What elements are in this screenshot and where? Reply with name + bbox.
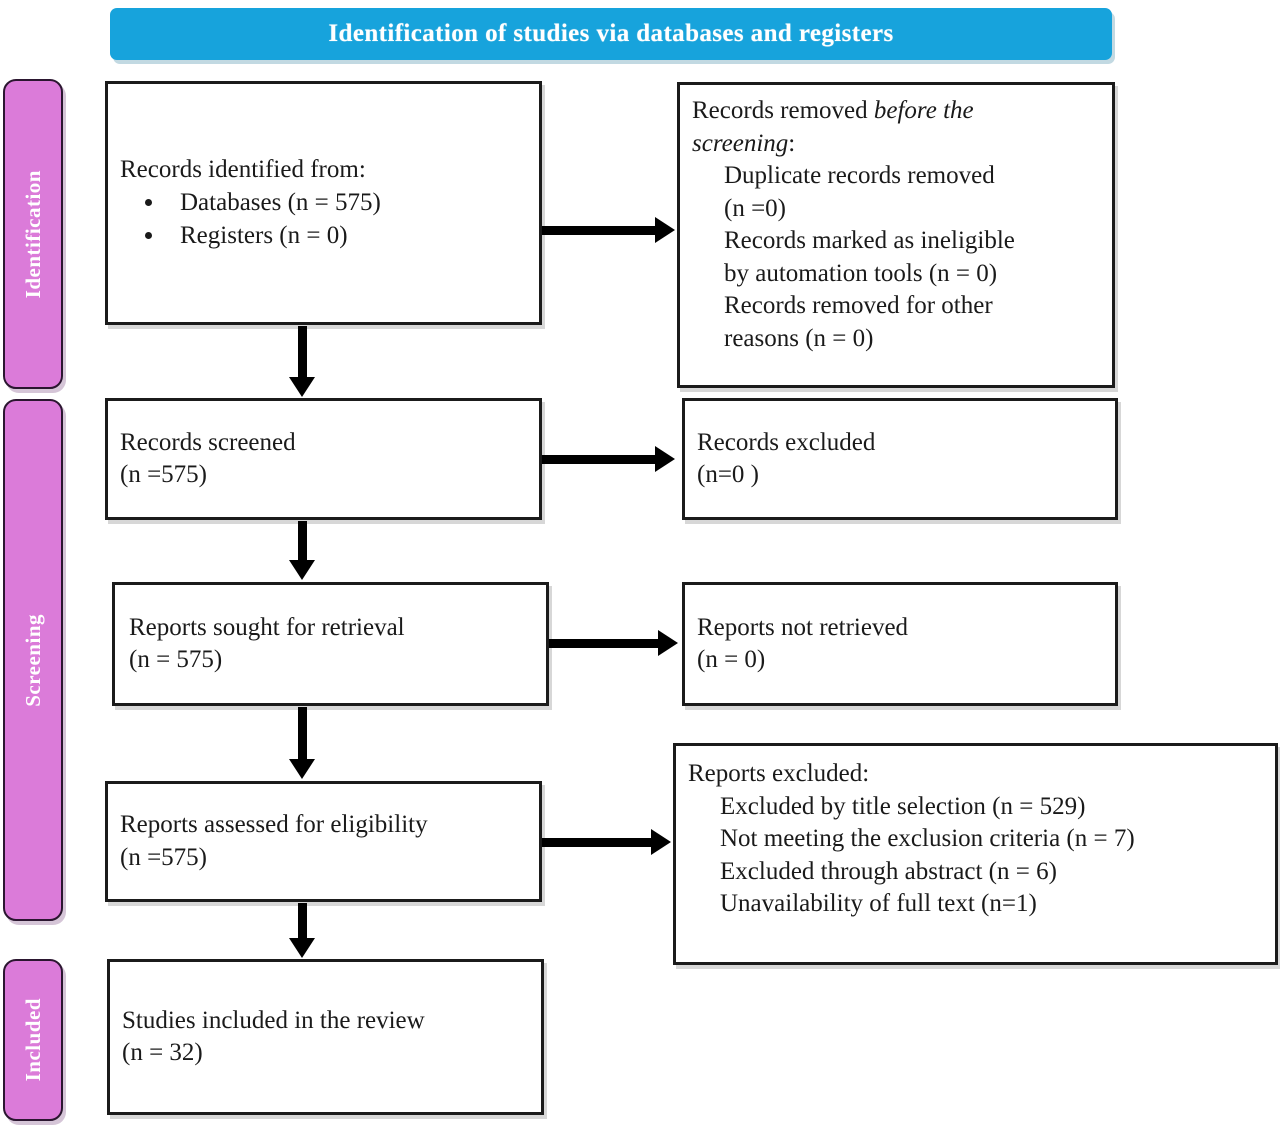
box-reports-assessed-for-eligibility: Reports assessed for eligibility (n =575… — [105, 781, 542, 902]
box-reports-excluded: Reports excluded: Excluded by title sele… — [673, 743, 1278, 965]
box-reports-not-retrieved: Reports not retrieved (n = 0) — [682, 582, 1118, 706]
arrow-down-assessed-to-included — [289, 903, 315, 958]
records-removed-italic-2: screening — [692, 129, 789, 157]
reports-excluded-item: Unavailability of full text (n=1) — [720, 890, 1037, 917]
arrow-right-identified-to-removed — [542, 217, 675, 243]
phase-bar-included: Included — [3, 959, 63, 1121]
phase-label-screening: Screening — [20, 613, 45, 707]
records-removed-item: reasons (n = 0) — [724, 324, 874, 352]
records-removed-item: Duplicate records removed — [724, 162, 995, 189]
header-banner: Identification of studies via databases … — [110, 8, 1112, 60]
records-identified-heading: Records identified from: — [120, 155, 366, 183]
reports-not-retrieved-line-1: Reports not retrieved — [697, 613, 909, 641]
records-screened-line-1: Records screened — [120, 428, 296, 456]
records-removed-item: Records removed for other — [724, 292, 993, 319]
phase-bar-identification: Identification — [3, 79, 63, 389]
box-studies-included-in-review: Studies included in the review (n = 32) — [107, 959, 544, 1115]
reports-excluded-item: Excluded through abstract (n = 6) — [720, 857, 1057, 885]
arrow-down-identified-to-screened — [289, 326, 315, 397]
records-removed-line-2: screening: — [692, 128, 1100, 161]
records-removed-plain-2: : — [788, 129, 796, 157]
reports-excluded-item: Excluded by title selection (n = 529) — [720, 792, 1086, 820]
records-removed-plain-1: Records removed — [692, 97, 874, 124]
reports-not-retrieved-line-2: (n = 0) — [697, 646, 766, 673]
arrow-right-sought-to-not-retrieved — [549, 630, 678, 656]
studies-included-line-2: (n = 32) — [122, 1039, 203, 1066]
arrow-right-screened-to-excluded — [542, 446, 675, 472]
records-excluded-line-1: Records excluded — [697, 428, 876, 456]
list-item: Databases (n = 575) — [166, 186, 527, 219]
phase-label-identification: Identification — [20, 169, 45, 299]
box-records-excluded: Records excluded (n=0 ) — [682, 398, 1118, 520]
records-removed-line-1: Records removed before the — [692, 95, 1100, 128]
box-records-removed-before-screening: Records removed before the screening: Du… — [677, 82, 1115, 388]
studies-included-line-1: Studies included in the review — [122, 1006, 425, 1034]
phase-label-included: Included — [20, 998, 45, 1082]
arrow-down-screened-to-sought — [289, 521, 315, 580]
list-item: Registers (n = 0) — [166, 219, 527, 252]
records-removed-item: by automation tools (n = 0) — [724, 259, 998, 287]
records-removed-item: (n =0) — [724, 194, 786, 222]
box-records-identified: Records identified from: Databases (n = … — [105, 81, 542, 325]
reports-sought-line-1: Reports sought for retrieval — [129, 613, 405, 641]
arrow-down-sought-to-assessed — [289, 707, 315, 779]
box-records-screened: Records screened (n =575) — [105, 398, 542, 520]
phase-bar-screening: Screening — [3, 399, 63, 921]
reports-excluded-item: Not meeting the exclusion criteria (n = … — [720, 825, 1135, 852]
reports-assessed-line-1: Reports assessed for eligibility — [120, 811, 428, 838]
box-reports-sought-for-retrieval: Reports sought for retrieval (n = 575) — [112, 582, 549, 706]
banner-title: Identification of studies via databases … — [328, 20, 894, 47]
reports-excluded-heading: Reports excluded: — [688, 760, 870, 787]
records-removed-item: Records marked as ineligible — [724, 227, 1015, 254]
reports-assessed-line-2: (n =575) — [120, 843, 207, 871]
records-identified-list: Databases (n = 575) Registers (n = 0) — [120, 186, 527, 252]
records-excluded-line-2: (n=0 ) — [697, 461, 759, 488]
reports-sought-line-2: (n = 575) — [129, 646, 223, 673]
records-removed-italic-1: before the — [873, 97, 974, 124]
records-screened-line-2: (n =575) — [120, 461, 207, 488]
arrow-right-assessed-to-reports-excluded — [542, 829, 671, 855]
